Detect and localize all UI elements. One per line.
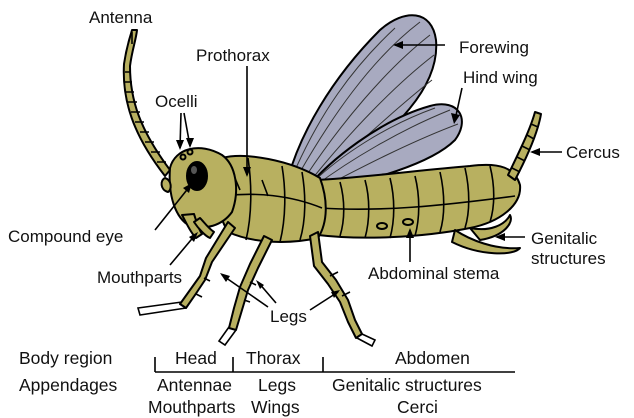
head: [162, 148, 237, 227]
region-abdomen: Abdomen: [395, 348, 470, 368]
label-mouthparts: Mouthparts: [97, 268, 182, 287]
region-head: Head: [175, 348, 217, 368]
appendages-thorax-1: Legs: [258, 375, 296, 395]
appendages-head-1: Antennae: [157, 375, 232, 395]
region-thorax: Thorax: [246, 348, 301, 368]
label-genitalic-structures-2: structures: [531, 249, 606, 268]
appendages-abdomen-1: Genitalic structures: [332, 375, 482, 395]
label-forewing: Forewing: [459, 38, 529, 57]
label-prothorax: Prothorax: [196, 46, 270, 65]
row-label-appendages: Appendages: [19, 375, 118, 395]
row-label-body-region: Body region: [19, 348, 112, 368]
appendages-abdomen-2: Cerci: [397, 397, 438, 417]
label-compound-eye: Compound eye: [8, 227, 123, 246]
label-legs: Legs: [270, 307, 307, 326]
label-hind-wing: Hind wing: [463, 68, 538, 87]
label-antenna: Antenna: [89, 8, 153, 27]
appendages-thorax-2: Wings: [251, 397, 300, 417]
label-cercus: Cercus: [566, 143, 620, 162]
label-genitalic-structures-1: Genitalic: [531, 229, 598, 248]
label-abdominal-stema: Abdominal stema: [368, 264, 500, 283]
label-ocelli: Ocelli: [155, 92, 198, 111]
appendages-head-2: Mouthparts: [148, 397, 236, 417]
cercus: [508, 112, 541, 180]
body-region-table: Body region Appendages Head Thorax Abdom…: [19, 348, 515, 417]
